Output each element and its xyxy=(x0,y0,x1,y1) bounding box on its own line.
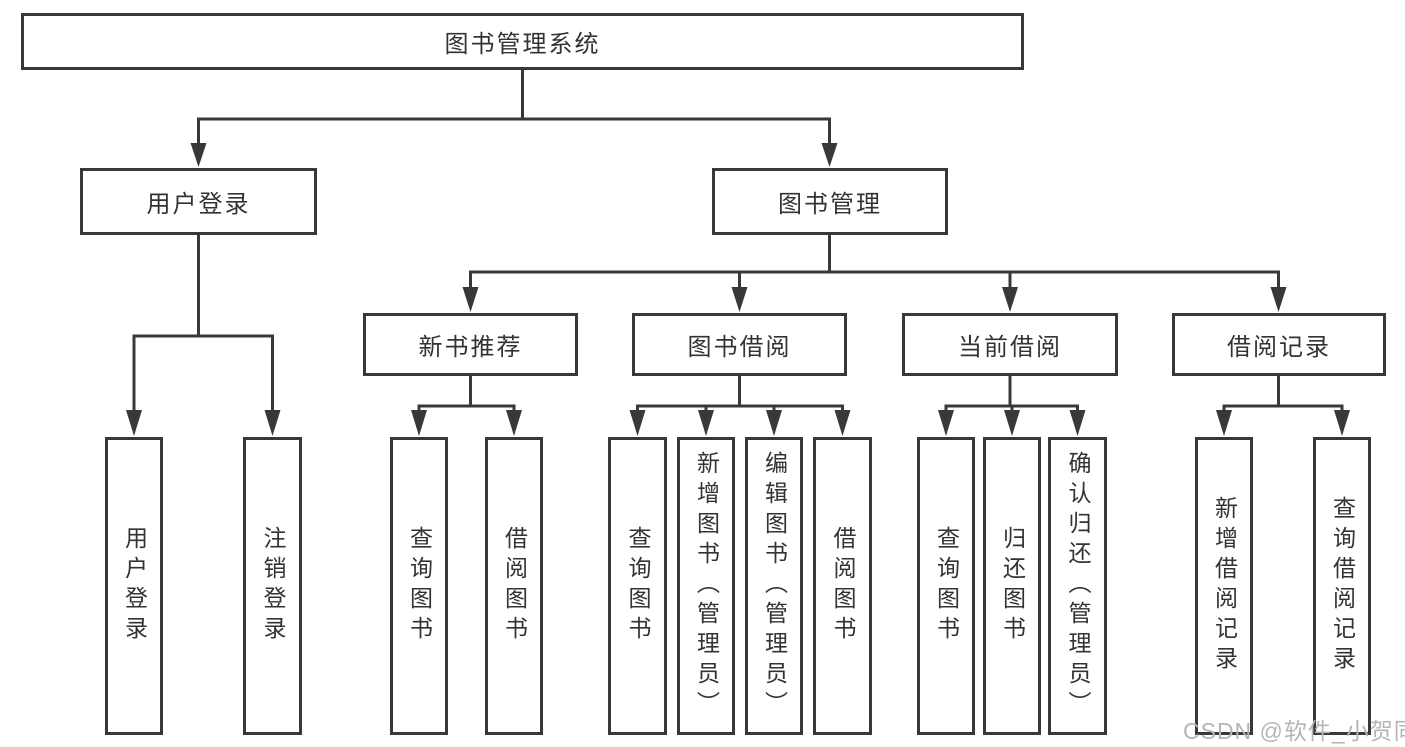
leaf-query-books-borrow: 查询图书 xyxy=(608,437,667,735)
node-label: 图书管理 xyxy=(778,191,882,218)
node-user-login: 用户登录 xyxy=(80,168,317,235)
node-label: 确认归还（管理员） xyxy=(1065,451,1091,721)
node-book-management-system: 图书管理系统 xyxy=(21,13,1024,70)
node-book-management: 图书管理 xyxy=(712,168,948,235)
node-label: 新增借阅记录 xyxy=(1211,496,1238,676)
node-label: 注销登录 xyxy=(260,526,286,646)
leaf-query-borrow-record: 查询借阅记录 xyxy=(1313,437,1371,735)
leaf-add-borrow-record: 新增借阅记录 xyxy=(1195,437,1253,735)
leaf-user-login: 用户登录 xyxy=(105,437,163,735)
csdn-watermark: CSDN @软件_小贺同学 xyxy=(1183,718,1405,744)
leaf-query-books-current: 查询图书 xyxy=(917,437,975,735)
leaf-borrow-books-recommend: 借阅图书 xyxy=(485,437,543,735)
node-label: 新书推荐 xyxy=(418,334,523,361)
leaf-query-books-recommend: 查询图书 xyxy=(390,437,448,735)
node-borrow-records: 借阅记录 xyxy=(1172,313,1386,376)
node-label: 图书借阅 xyxy=(687,334,792,361)
node-label: 借阅记录 xyxy=(1227,334,1331,361)
node-label: 图书管理系统 xyxy=(444,31,601,58)
node-book-borrow: 图书借阅 xyxy=(632,313,847,376)
node-label: 用户登录 xyxy=(146,191,251,218)
node-current-borrow: 当前借阅 xyxy=(902,313,1118,376)
node-label: 借阅图书 xyxy=(501,526,528,646)
node-label: 新增图书（管理员） xyxy=(693,451,720,721)
leaf-return-books: 归还图书 xyxy=(983,437,1041,735)
node-label: 当前借阅 xyxy=(958,334,1062,361)
node-label: 编辑图书（管理员） xyxy=(761,451,788,721)
node-label: 借阅图书 xyxy=(830,526,856,646)
node-label: 归还图书 xyxy=(999,526,1026,646)
leaf-confirm-return-admin: 确认归还（管理员） xyxy=(1048,437,1107,735)
leaf-add-book-admin: 新增图书（管理员） xyxy=(677,437,735,735)
leaf-edit-book-admin: 编辑图书（管理员） xyxy=(745,437,803,735)
node-label: 用户登录 xyxy=(121,526,148,646)
node-new-book-recommend: 新书推荐 xyxy=(363,313,578,376)
leaf-borrow-books-borrow: 借阅图书 xyxy=(813,437,872,735)
node-label: 查询图书 xyxy=(933,526,960,646)
node-label: 查询图书 xyxy=(625,526,651,646)
leaf-logout: 注销登录 xyxy=(243,437,302,735)
node-label: 查询图书 xyxy=(406,526,433,646)
node-label: 查询借阅记录 xyxy=(1329,496,1356,676)
